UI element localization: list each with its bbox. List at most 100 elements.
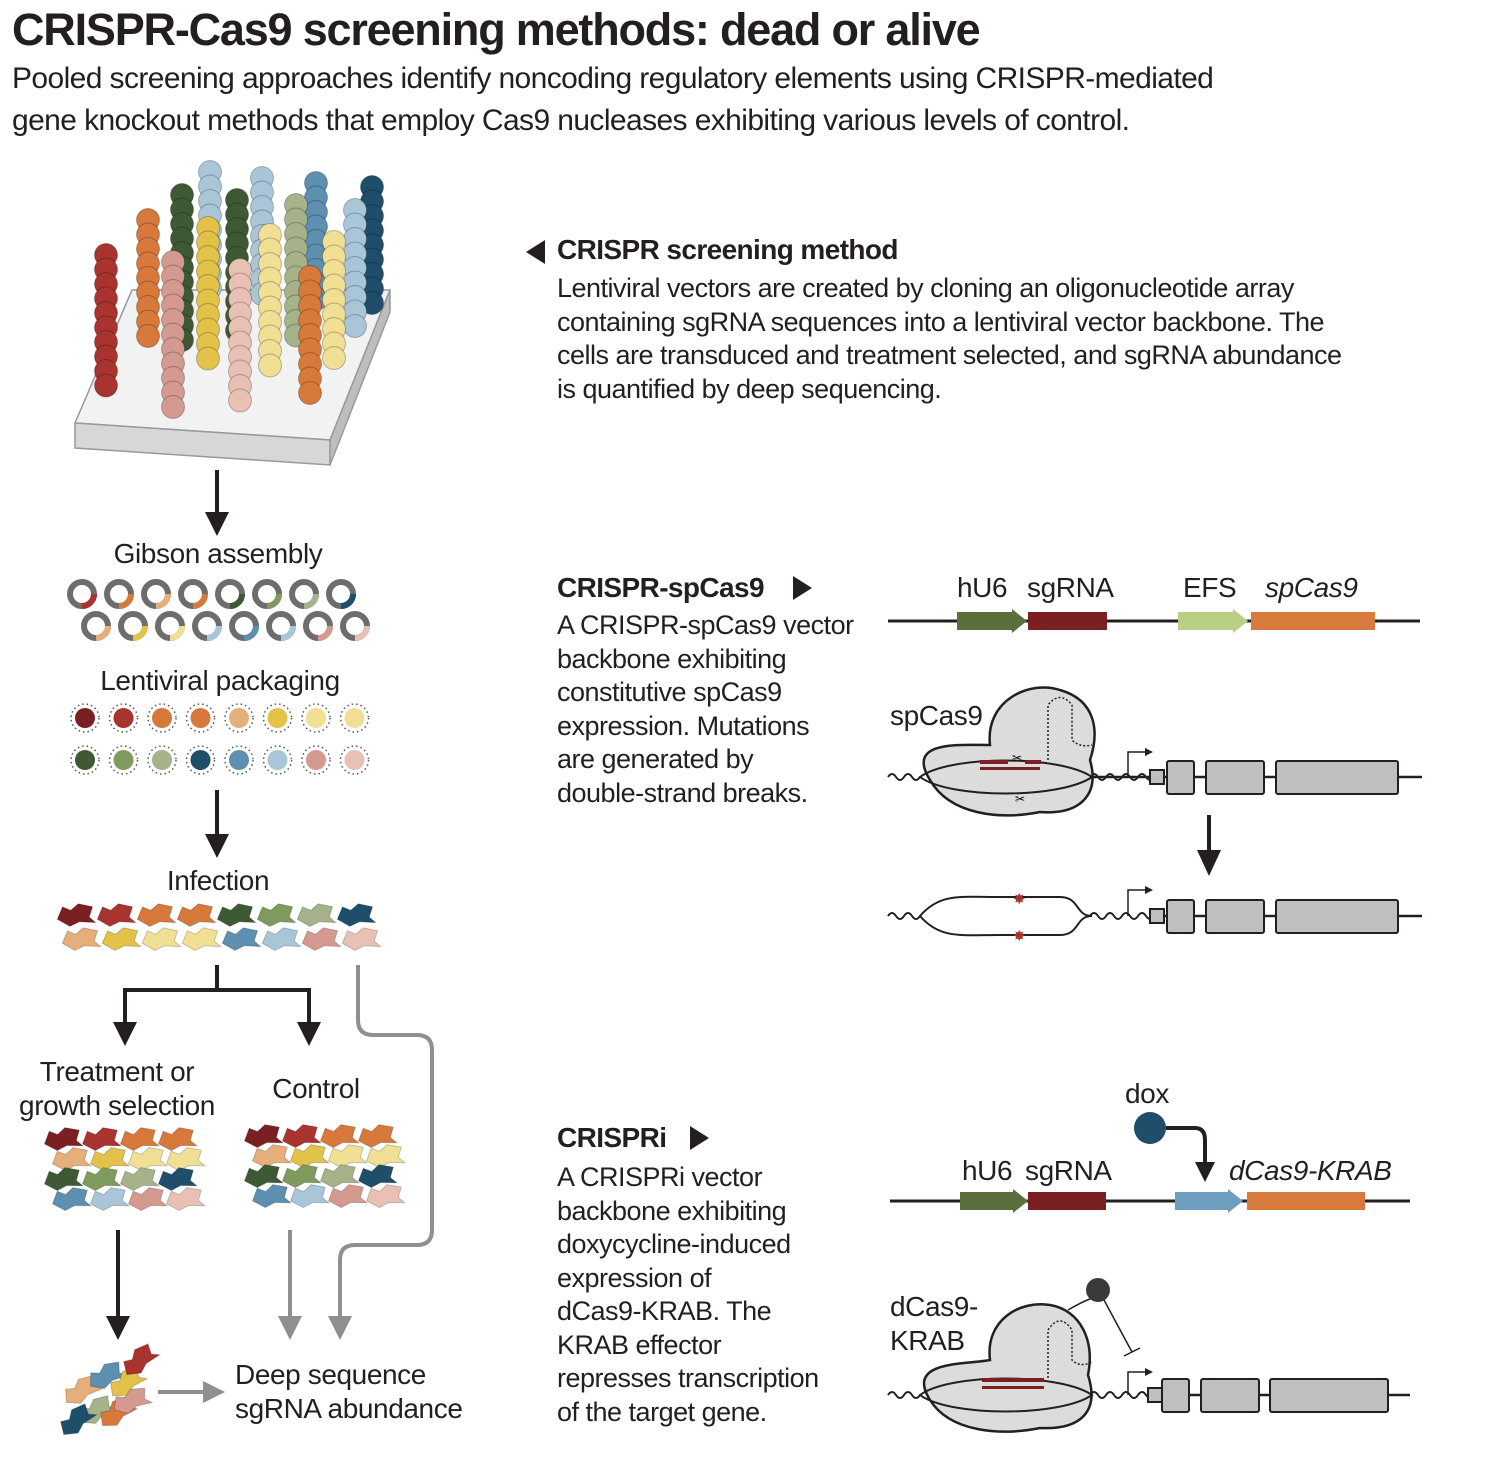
plasmid-insert (81, 593, 97, 609)
crispri-line: represses transcription (557, 1363, 819, 1393)
cell (81, 1127, 123, 1152)
virus-spikes (70, 745, 100, 775)
deep-sequence-label: Deep sequence sgRNA abundance (235, 1358, 463, 1426)
cell (51, 1147, 93, 1172)
crispri-hu6-label: hU6 (962, 1155, 1013, 1186)
cell (281, 1124, 323, 1149)
dox-promoter-arrow (1175, 1189, 1243, 1213)
spcas9-line: A CRISPR-spCas9 vector (557, 610, 854, 640)
cell (61, 927, 103, 951)
virus-spikes (70, 703, 100, 733)
cell (127, 1147, 169, 1172)
cell (96, 903, 138, 927)
virus-core (229, 708, 249, 728)
cell (357, 1124, 399, 1149)
break-mark-icon: ✸ (1013, 891, 1026, 908)
cell (89, 1187, 131, 1212)
crispri-line: dCas9-KRAB. The (557, 1296, 772, 1326)
exon-box (1269, 1378, 1389, 1413)
cell (341, 927, 383, 951)
plasmid-insert (155, 593, 171, 609)
virus-core (344, 708, 365, 728)
cell (251, 1144, 293, 1169)
scissors-icon: ✂ (1012, 751, 1022, 765)
virus-spikes (185, 745, 216, 775)
plasmid-library (67, 579, 370, 641)
virus-core (152, 708, 172, 728)
crispri-line: doxycycline-induced (557, 1229, 791, 1259)
plasmid-insert (340, 593, 356, 609)
break-mark-icon: ✸ (1013, 928, 1026, 945)
cut-dna: ✸ ✸ (887, 886, 1422, 945)
cell (119, 1127, 161, 1152)
dcas9-krab-gene-box (1247, 1192, 1365, 1210)
exon-box (1205, 899, 1265, 934)
exon-box (1205, 760, 1265, 795)
crispri-description: A CRISPRi vector backbone exhibiting dox… (557, 1161, 877, 1429)
cell (43, 1167, 85, 1192)
cell (123, 1343, 162, 1376)
control-cells (243, 1124, 407, 1209)
cell (176, 903, 218, 927)
bead (322, 346, 346, 370)
cell (181, 927, 223, 951)
spcas9-sgrna-label: sgRNA (1027, 572, 1114, 603)
cell (127, 1187, 169, 1212)
virus-core (229, 750, 249, 770)
crispri-line: expression of (557, 1262, 712, 1293)
cell (221, 927, 263, 951)
virus-spikes (301, 703, 331, 733)
virus-core (113, 708, 134, 728)
cell (327, 1144, 369, 1169)
protein-label-line: dCas9- (890, 1291, 978, 1322)
virus-spikes (301, 745, 331, 775)
spcas9-protein-shape (922, 686, 1096, 817)
right-pointer-icon (793, 576, 812, 600)
cell (301, 927, 343, 951)
spcas9-line: backbone exhibiting (557, 643, 787, 674)
treatment-label: Treatment or growth selection (0, 1055, 234, 1123)
efs-promoter-arrow (1178, 609, 1248, 633)
spcas9-efs-label: EFS (1183, 572, 1237, 603)
cell (51, 1187, 93, 1212)
surviving-cells (60, 1343, 162, 1436)
spcas9-hu6-label: hU6 (957, 572, 1008, 603)
figure-subtitle: Pooled screening approaches identify non… (12, 58, 1252, 142)
virus-spikes (339, 745, 370, 775)
deep-line: Deep sequence (235, 1359, 426, 1390)
virus-core (113, 750, 134, 770)
hu6-promoter-arrow (957, 609, 1027, 633)
virus-core (190, 708, 211, 728)
crispri-vector (890, 1112, 1410, 1213)
crispri-line: of the target gene. (557, 1396, 767, 1427)
crispri-heading: CRISPRi (557, 1122, 667, 1153)
dox-label: dox (1125, 1078, 1169, 1109)
cell (89, 1361, 129, 1389)
virus-core (267, 750, 288, 770)
packaging-label: Lentiviral packaging (100, 665, 340, 696)
virus-core (344, 750, 365, 770)
screening-line: cells are transduced and treatment selec… (557, 340, 1342, 370)
virus-spikes (224, 703, 254, 733)
exon-box (1166, 899, 1195, 934)
virus-spikes (108, 745, 139, 775)
lentivirus-particles (70, 703, 370, 775)
infected-cells (56, 903, 383, 951)
cell (365, 1144, 407, 1169)
virus-core (152, 750, 172, 770)
sgrna-box (1028, 1192, 1106, 1210)
treatment-line: growth selection (19, 1090, 215, 1121)
plasmid-insert (354, 625, 370, 641)
control-label: Control (272, 1073, 360, 1104)
exon-box (1161, 1378, 1190, 1413)
virus-core (306, 708, 326, 728)
crispri-line: KRAB effector (557, 1329, 722, 1360)
infection-label: Infection (166, 865, 270, 896)
subtitle-line: gene knockout methods that employ Cas9 n… (12, 104, 1130, 137)
spcas9-gene-box (1251, 612, 1375, 630)
cell (243, 1164, 285, 1189)
screening-line: Lentiviral vectors are created by clonin… (557, 273, 1294, 303)
cell (56, 903, 98, 927)
gibson-label: Gibson assembly (113, 538, 323, 569)
